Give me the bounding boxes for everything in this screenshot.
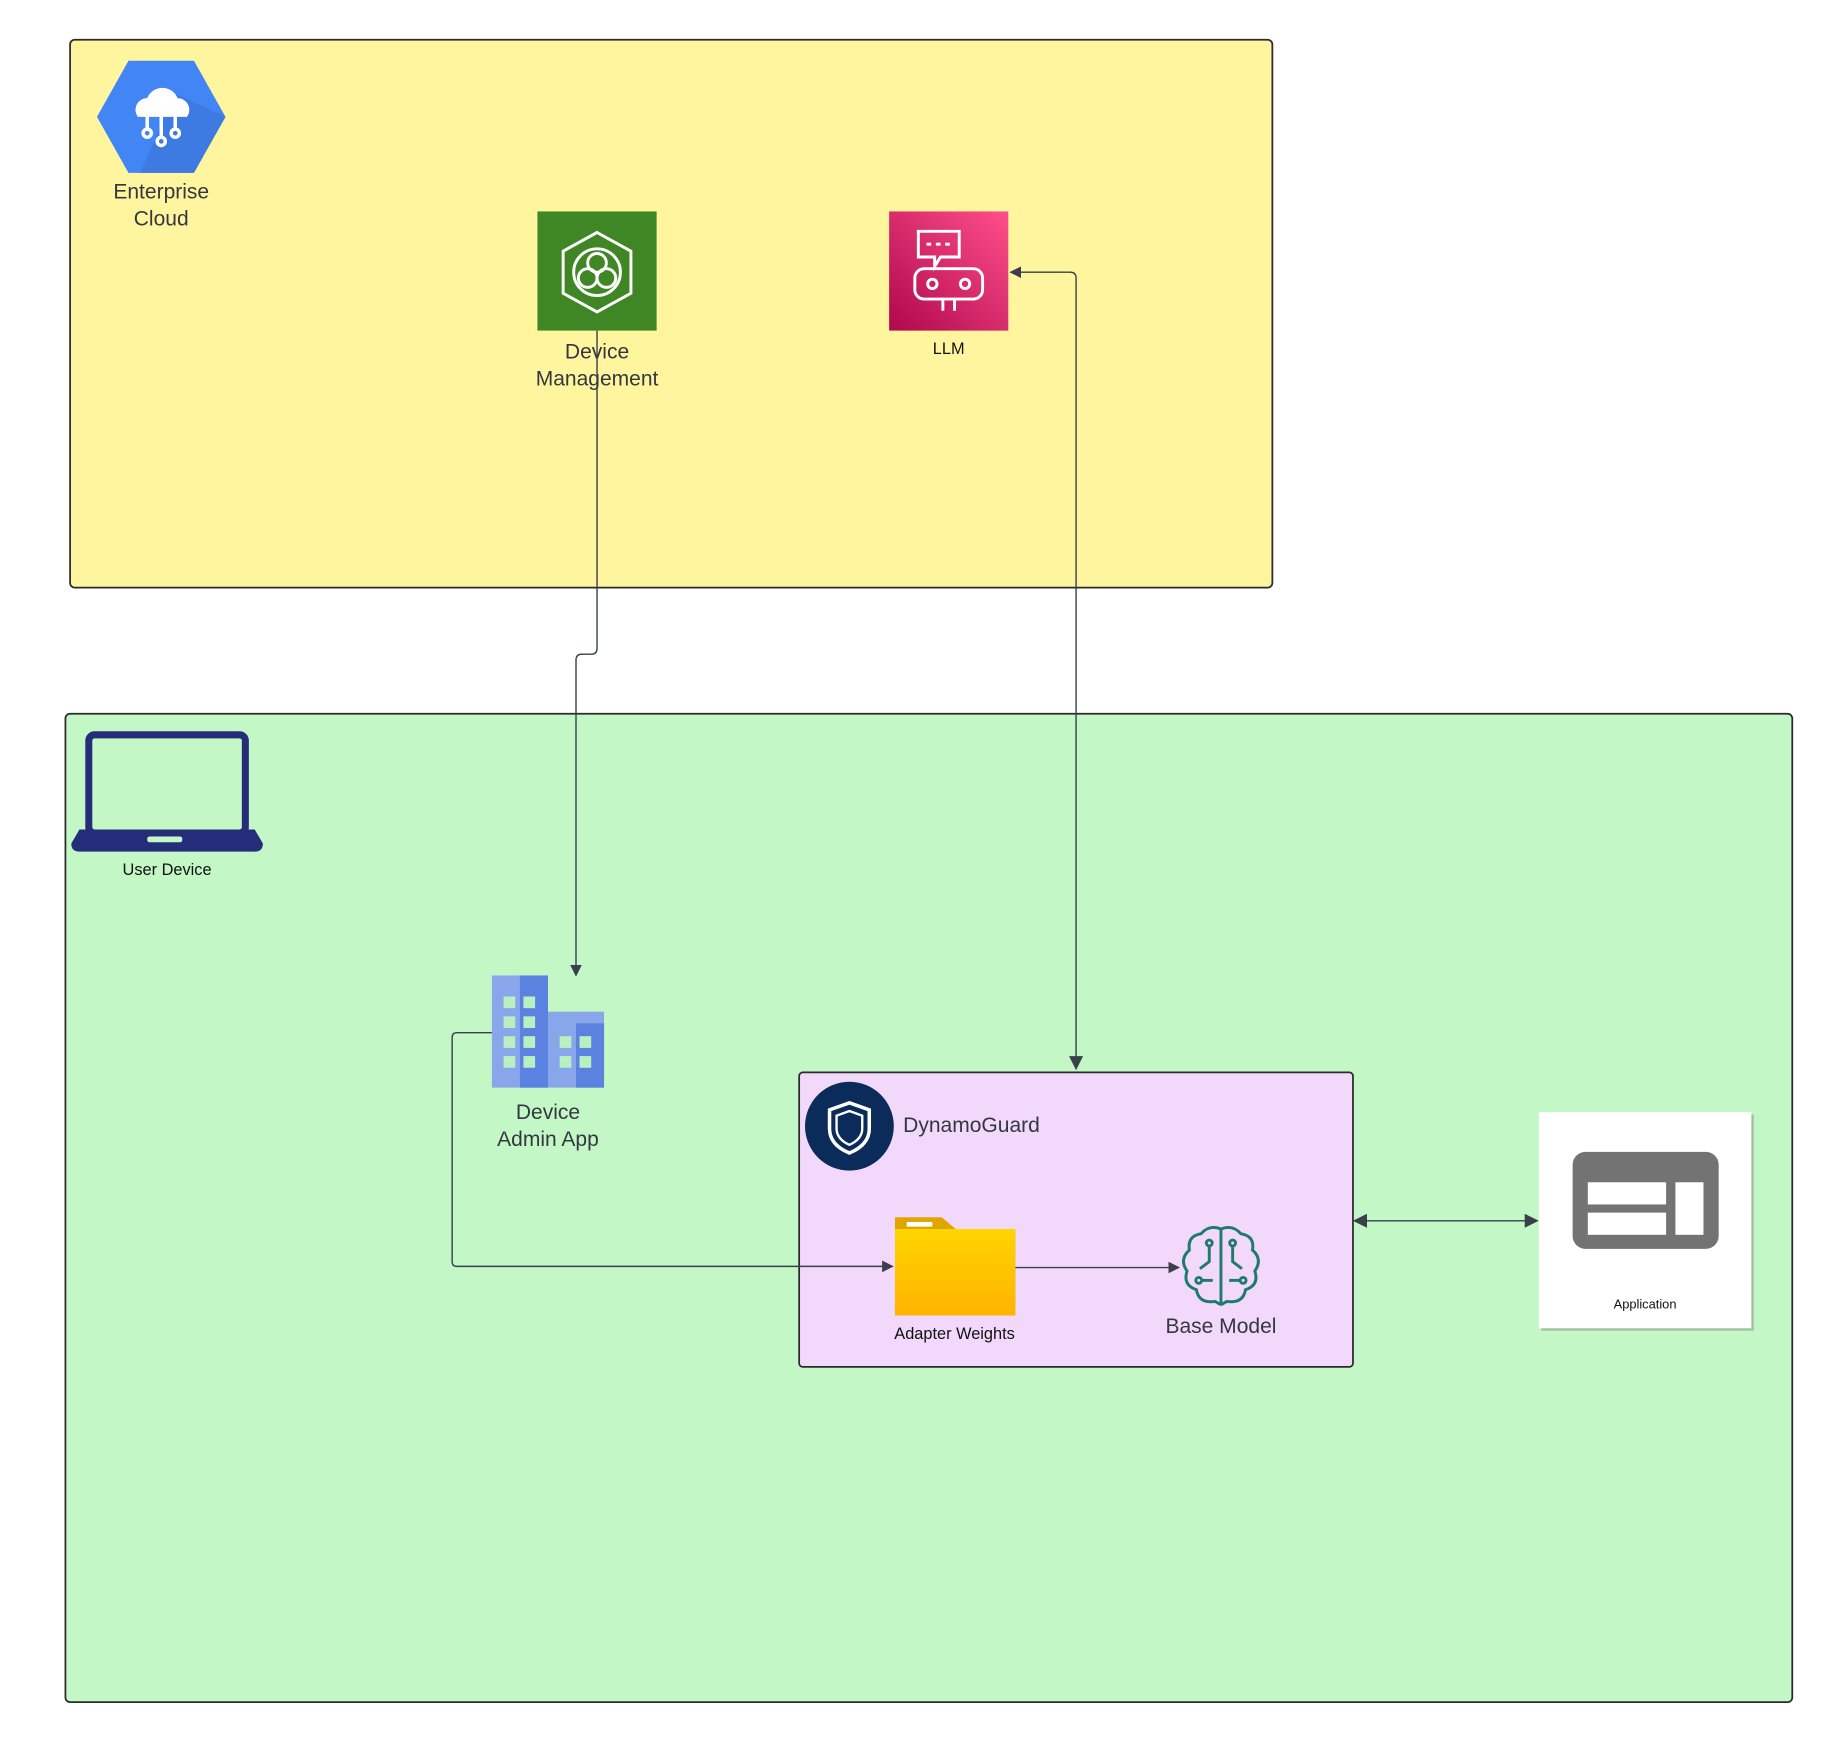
user-device-label: User Device	[123, 861, 212, 879]
robot-chat-icon	[913, 229, 985, 311]
adapter-weights-label: Adapter Weights	[894, 1325, 1015, 1343]
enterprise-cloud-label-2: Cloud	[134, 207, 189, 230]
application-label: Application	[1614, 1296, 1677, 1311]
app-window-icon	[1572, 1151, 1719, 1249]
connector-admin-app-to-adapter-weights[interactable]	[451, 1032, 894, 1273]
adapter-weights-node[interactable]: Adapter Weights	[894, 1217, 1016, 1343]
laptop-icon	[71, 731, 263, 852]
enterprise-cloud-label: Enterprise	[113, 181, 209, 204]
dynamoguard-label: DynamoGuard	[903, 1114, 1040, 1137]
building-icon	[491, 975, 605, 1088]
device-admin-app-node[interactable]: Device Admin App	[491, 975, 605, 1151]
device-management-icon	[561, 230, 633, 314]
base-model-node[interactable]: Base Model	[1165, 1225, 1276, 1338]
application-node[interactable]: Application	[1538, 1112, 1754, 1331]
folder-icon	[894, 1217, 1016, 1316]
connector-llm-dynamoguard[interactable]	[1009, 266, 1084, 1071]
base-model-label: Base Model	[1165, 1315, 1276, 1338]
device-admin-app-label-2: Admin App	[497, 1128, 599, 1151]
shield-icon	[805, 1081, 894, 1171]
enterprise-cloud-container[interactable]: Enterprise Cloud	[69, 38, 1274, 589]
connector-device-management-to-admin-app[interactable]	[570, 330, 598, 977]
llm-node[interactable]: LLM	[889, 211, 1009, 358]
llm-label: LLM	[933, 340, 965, 358]
cloud-iot-icon	[96, 60, 226, 173]
device-admin-app-label: Device	[516, 1101, 580, 1124]
brain-circuit-icon	[1182, 1225, 1260, 1307]
